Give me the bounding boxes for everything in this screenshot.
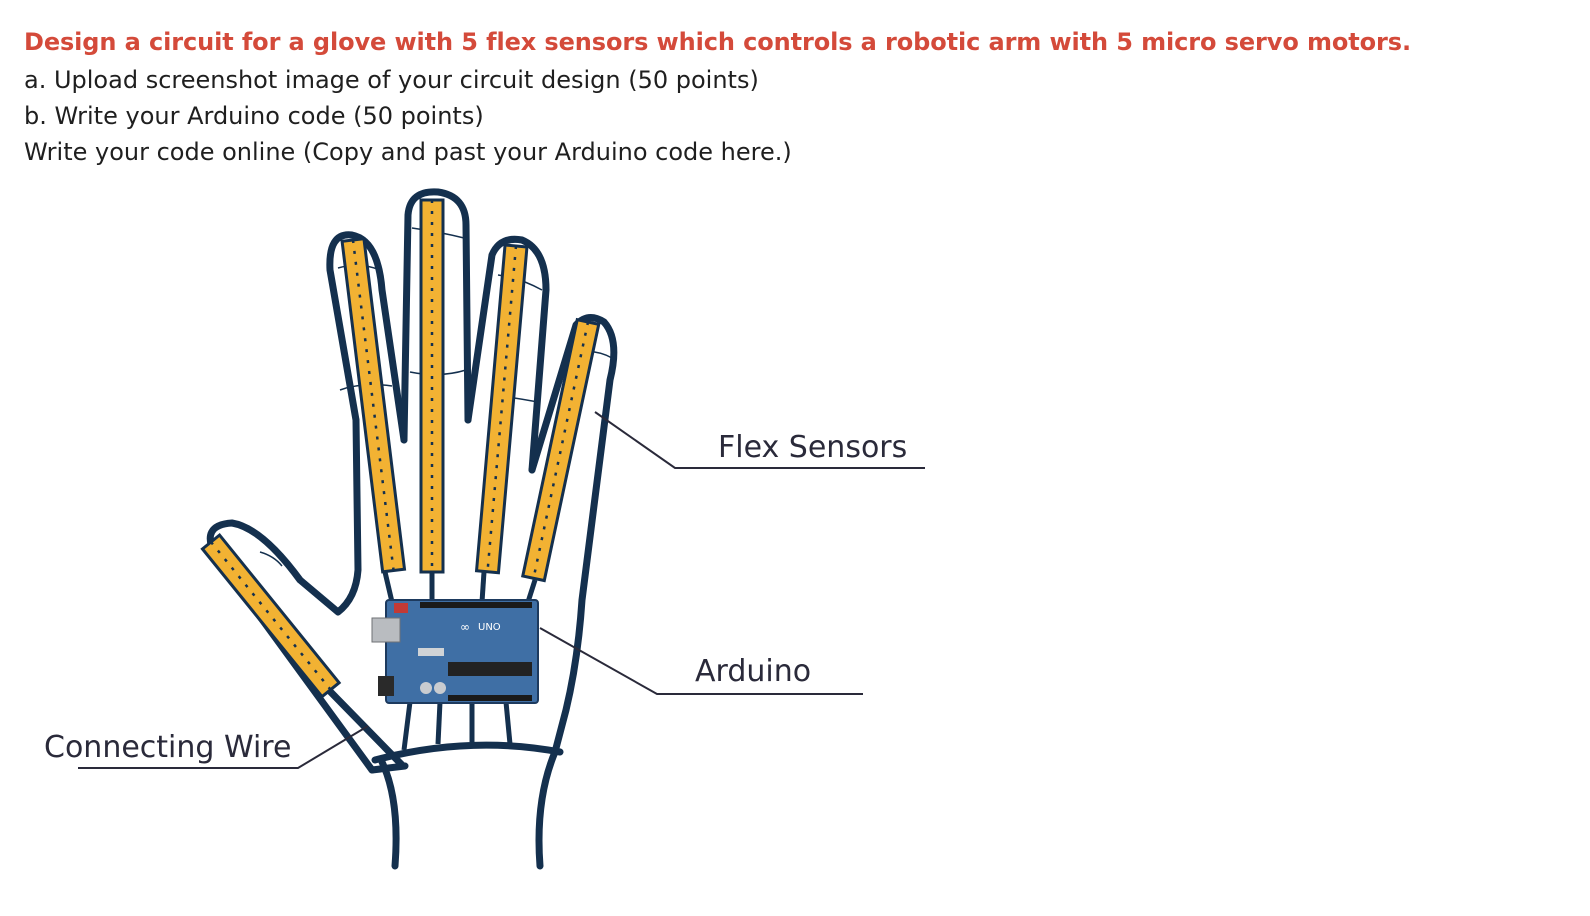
arduino-logo: ∞ [460,620,470,634]
hand-outline [206,188,618,870]
reset-button [394,603,408,613]
glove-circuit-figure: ∞ UNO Flex Sensors Arduino Connecting Wi… [44,188,925,870]
capacitor-left [420,682,432,694]
flex-sensors [200,198,601,699]
connecting-wire-leader [78,725,369,769]
sensor-wires [382,571,538,751]
sensor-segments [210,200,590,691]
arduino-label: Arduino [695,654,811,689]
question-item-instructions: Write your code online (Copy and past yo… [24,138,792,166]
microcontroller-chip [448,662,532,676]
header-bottom [448,695,532,701]
capacitor-right [434,682,446,694]
usb-port [371,617,401,643]
arduino-leader [539,627,863,695]
callout-lines [78,411,925,769]
question-block: Design a circuit for a glove with 5 flex… [24,26,1564,170]
flex-sensors-label: Flex Sensors [718,430,907,465]
question-title: Design a circuit for a glove with 5 flex… [24,28,1411,56]
flex-sensors-leader [594,411,925,469]
flex-sensor-thumb [200,532,342,699]
header-top [420,602,532,608]
board-uno-mark: UNO [478,622,501,633]
connecting-wire-label: Connecting Wire [44,730,291,765]
question-item-b: b. Write your Arduino code (50 points) [24,102,484,130]
power-jack [378,676,394,696]
arduino-board: ∞ UNO [371,599,539,704]
arduino-pcb [385,599,539,704]
crystal [418,648,444,656]
question-item-a: a. Upload screenshot image of your circu… [24,66,759,94]
